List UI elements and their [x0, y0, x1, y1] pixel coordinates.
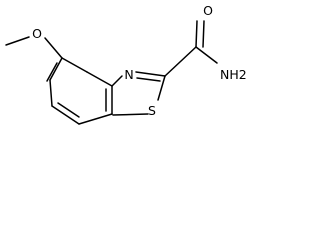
bond-n-c2-inner	[136, 77, 161, 82]
atom-ring-nitrogen: N	[124, 67, 133, 82]
atom-ring-sulfur: S	[148, 103, 156, 118]
bond-c5-c5-inner	[46, 62, 58, 82]
bond-o-c4	[44, 37, 63, 59]
bond-c6-c7	[51, 105, 80, 125]
bond-c3a-n	[111, 75, 123, 87]
bond-n-c2	[135, 71, 166, 77]
bond-carbonyl-o-second	[202, 20, 205, 48]
bond-carbonyl-o	[195, 20, 198, 48]
bond-carbonyl-n	[195, 46, 218, 64]
atom-methoxy-oxygen: O	[32, 26, 42, 41]
bond-methyl-o	[5, 36, 30, 46]
atom-amide-nh2: NH2	[220, 67, 247, 82]
bond-c6-c7-inner	[57, 102, 80, 118]
bond-c7-c7a	[78, 113, 113, 125]
bond-c3a-c4	[86, 71, 113, 87]
bond-c2-s	[157, 75, 166, 101]
bond-s-c7a	[112, 113, 149, 116]
bond-c2-carbonyl	[164, 46, 197, 77]
atom-carbonyl-oxygen: O	[203, 3, 213, 18]
bond-c4-c3a	[61, 57, 88, 73]
structure-canvas: O N S O NH2	[5, 3, 247, 125]
molecule-structure: O N S O NH2	[5, 3, 247, 125]
bond-c4-c5	[49, 57, 63, 81]
bond-c5-c6	[49, 79, 53, 107]
